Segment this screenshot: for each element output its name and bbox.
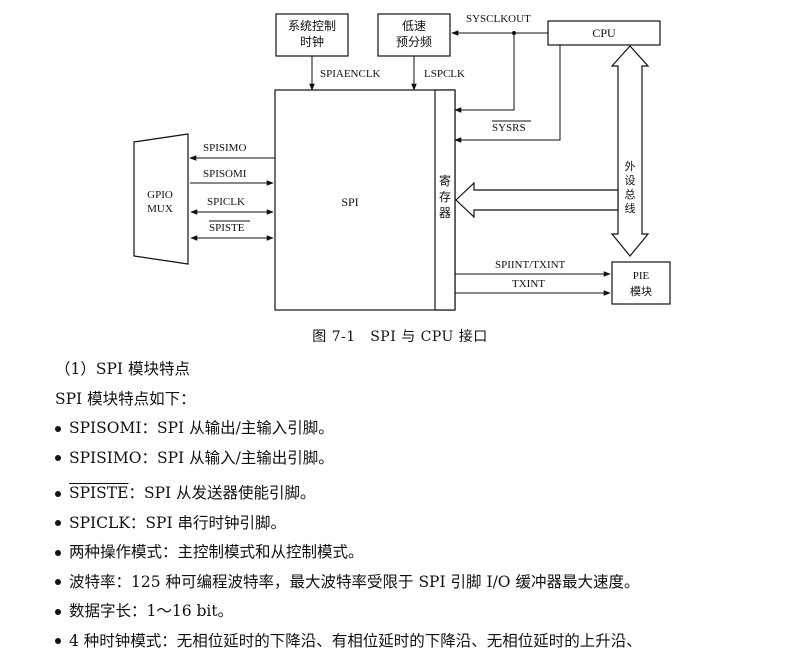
peripheral-bus: 外 设 总 线 bbox=[610, 45, 650, 257]
txint-signal: TXINT bbox=[455, 278, 611, 296]
list-item: 波特率：125 种可编程波特率，最大波特率受限于 SPI 引脚 I/O 缓冲器最… bbox=[55, 568, 795, 598]
gpio-mux-label-2: MUX bbox=[147, 203, 173, 215]
spiclk-signal: SPICLK bbox=[190, 196, 274, 215]
bullet-text: ：SPI 从发送器使能引脚。 bbox=[128, 484, 316, 502]
spisomi-label: SPISOMI bbox=[203, 168, 247, 180]
lspclk-label: LSPCLK bbox=[424, 68, 465, 80]
bullet-icon bbox=[55, 425, 61, 432]
list-item: 两种操作模式：主控制模式和从控制模式。 bbox=[55, 538, 795, 568]
sysclkout-label: SYSCLKOUT bbox=[466, 13, 531, 25]
register-block: 寄 存 器 bbox=[434, 89, 456, 311]
spiste-label: SPISTE bbox=[209, 222, 245, 234]
spiint-signal: SPIINT/TXINT bbox=[455, 259, 611, 277]
bus-label-1: 外 bbox=[625, 160, 636, 173]
low-speed-prescaler-block: 低速 预分频 bbox=[377, 13, 451, 57]
prescaler-label-1: 低速 bbox=[402, 19, 426, 33]
system-clock-label-1: 系统控制 bbox=[288, 19, 336, 33]
bullet-icon bbox=[55, 490, 61, 497]
spi-label: SPI bbox=[341, 195, 358, 209]
bullet-text: SPISOMI：SPI 从输出/主输入引脚。 bbox=[69, 419, 334, 437]
pie-label-2: 模块 bbox=[630, 285, 652, 298]
register-bus-arrow bbox=[455, 181, 619, 219]
spiste-signal: SPISTE bbox=[190, 220, 274, 241]
intro-text: SPI 模块特点如下： bbox=[55, 389, 196, 408]
gpio-mux-block: GPIO MUX bbox=[133, 133, 189, 265]
spisimo-label: SPISIMO bbox=[203, 142, 246, 154]
cpu-block: CPU bbox=[547, 20, 661, 46]
register-label-3: 器 bbox=[439, 206, 451, 220]
pie-label-1: PIE bbox=[633, 270, 650, 282]
bus-label-4: 线 bbox=[625, 201, 636, 215]
cpu-label: CPU bbox=[592, 26, 616, 40]
section-title: （1）SPI 模块特点 bbox=[55, 360, 190, 378]
lspclk-signal: LSPCLK bbox=[411, 56, 465, 91]
spiclk-label: SPICLK bbox=[207, 196, 245, 208]
sysrs-signal: SYSRS bbox=[454, 45, 561, 143]
sysrs-label: SYSRS bbox=[492, 122, 526, 134]
spi-features-section: （1）SPI 模块特点 SPI 模块特点如下： SPISOMI：SPI 从输出/… bbox=[55, 355, 795, 656]
bullet-icon bbox=[55, 638, 61, 645]
bullet-text: 4 种时钟模式：无相位延时的下降沿、有相位延时的下降沿、无相位延时的上升沿、 bbox=[69, 631, 642, 650]
bullet-icon bbox=[55, 608, 61, 615]
bus-label-3: 总 bbox=[625, 187, 636, 201]
bullet-text: 数据字长：1～16 bit。 bbox=[69, 602, 234, 620]
spiste-overline-term: SPISTE bbox=[69, 484, 129, 502]
list-item: 数据字长：1～16 bit。 bbox=[55, 597, 795, 627]
figure-caption: 图 7-1 SPI 与 CPU 接口 bbox=[312, 329, 488, 345]
spiint-label: SPIINT/TXINT bbox=[495, 259, 566, 271]
spi-block: SPI bbox=[274, 89, 456, 311]
bullet-icon bbox=[55, 579, 61, 586]
register-label-1: 寄 bbox=[439, 173, 451, 188]
spi-cpu-interface-diagram: 系统控制 时钟 低速 预分频 CPU SYSCLKOUT SPIAENCLK L… bbox=[133, 13, 671, 311]
list-item: SPICLK：SPI 串行时钟引脚。 bbox=[55, 509, 795, 539]
spisomi-signal: SPISOMI bbox=[190, 168, 274, 186]
spisimo-signal: SPISIMO bbox=[189, 142, 275, 161]
system-clock-block: 系统控制 时钟 bbox=[275, 13, 349, 57]
list-item: SPISIMO：SPI 从输入/主输出引脚。 bbox=[55, 444, 795, 474]
bullet-icon bbox=[55, 520, 61, 527]
bullet-text: SPICLK：SPI 串行时钟引脚。 bbox=[69, 513, 287, 532]
bullet-text: SPISIMO：SPI 从输入/主输出引脚。 bbox=[69, 448, 334, 467]
register-label-2: 存 bbox=[439, 190, 451, 204]
prescaler-label-2: 预分频 bbox=[396, 35, 432, 49]
txint-label: TXINT bbox=[512, 278, 545, 290]
list-item: SPISOMI：SPI 从输出/主输入引脚。 bbox=[55, 414, 795, 444]
pie-block: PIE 模块 bbox=[611, 261, 671, 305]
bullet-text: 两种操作模式：主控制模式和从控制模式。 bbox=[69, 543, 364, 561]
bullet-icon bbox=[55, 549, 61, 556]
list-item: SPISTE：SPI 从发送器使能引脚。 bbox=[55, 479, 795, 509]
list-item: 4 种时钟模式：无相位延时的下降沿、有相位延时的下降沿、无相位延时的上升沿、 bbox=[55, 627, 795, 657]
bus-label-2: 设 bbox=[625, 174, 636, 187]
spiaenclk-label: SPIAENCLK bbox=[320, 68, 381, 80]
spiaenclk-signal: SPIAENCLK bbox=[309, 56, 381, 91]
sysclkout-signal: SYSCLKOUT bbox=[451, 13, 548, 113]
bullet-icon bbox=[55, 455, 61, 462]
gpio-mux-label-1: GPIO bbox=[147, 189, 173, 201]
bullet-text: 波特率：125 种可编程波特率，最大波特率受限于 SPI 引脚 I/O 缓冲器最… bbox=[69, 572, 640, 591]
system-clock-label-2: 时钟 bbox=[300, 34, 324, 49]
